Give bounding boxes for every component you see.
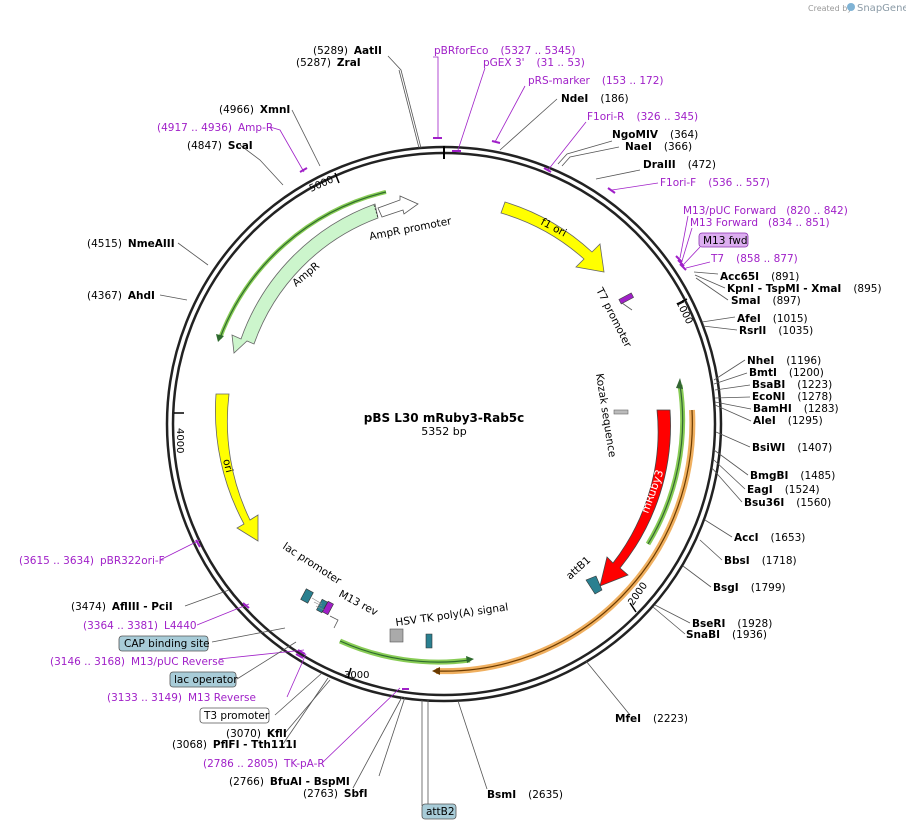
m13-fwd-box[interactable]: M13 fwd [698, 232, 749, 248]
acci-site[interactable]: AccI(1653) [734, 532, 805, 544]
mruby3-label: mRuby3 [639, 468, 667, 515]
bsiwi-site[interactable]: BsiWI(1407) [752, 442, 832, 454]
bmgbi-site[interactable]: BmgBI(1485) [750, 470, 835, 482]
pbr322ori-f-primer[interactable]: (3615 .. 3634)pBR322ori-F [19, 555, 165, 567]
alei-site[interactable]: AleI(1295) [753, 415, 823, 427]
ori-label: ori [220, 458, 235, 474]
ampr-promoter-label: AmpR promoter [368, 215, 453, 243]
m13-puc-forward-primer[interactable]: M13/pUC Forward(820 .. 842) [683, 205, 848, 217]
lac-promoter-label: lac promoter [280, 540, 343, 587]
lac-region-features[interactable] [300, 588, 339, 629]
m13-reverse-primer[interactable]: (3133 .. 3149)M13 Reverse [107, 692, 256, 704]
bseri-site[interactable]: BseRI(1928) [692, 618, 772, 630]
plasmid-name: pBS L30 mRuby3-Rab5c [364, 411, 525, 425]
bsmi-site[interactable]: BsmI(2635) [487, 789, 563, 801]
kozak-feature[interactable] [613, 409, 629, 415]
bmti-site[interactable]: BmtI(1200) [749, 367, 824, 379]
plasmid-size: 5352 bp [421, 425, 466, 438]
attb1-feature[interactable] [585, 575, 603, 595]
nmeaiii-site[interactable]: (4515)NmeAIII [87, 238, 175, 250]
snapgene-logo-icon [847, 3, 855, 11]
ngomiv-site[interactable]: NgoMIV(364) [612, 129, 698, 141]
scai-site[interactable]: (4847)ScaI [187, 140, 253, 152]
sbfi-site[interactable]: (2763)SbfI [303, 788, 367, 800]
t3-promoter-label: T3 promoter [203, 710, 270, 722]
m13-rev-label: M13 rev [337, 588, 380, 619]
rsrii-site[interactable]: RsrII(1035) [739, 325, 813, 337]
bamhi-site[interactable]: BamHI(1283) [753, 403, 839, 415]
attb1-label: attB1 [564, 554, 593, 582]
pgex-3-primer[interactable]: pGEX 3'(31 .. 53) [483, 57, 585, 69]
hsv-label: HSV TK poly(A) signal [395, 601, 509, 629]
hsv-gray-feature[interactable] [389, 628, 404, 643]
m13-forward-primer[interactable]: M13 Forward(834 .. 851) [690, 217, 830, 229]
eagi-site[interactable]: EagI(1524) [747, 484, 820, 496]
kpni-tspmi-xmai-site[interactable]: KpnI - TspMI - XmaI(895) [727, 283, 882, 295]
afliii-pcii-site[interactable]: (3474)AflIII - PciI [71, 601, 173, 613]
t3-promoter-box[interactable]: T3 promoter [199, 707, 270, 724]
afei-site[interactable]: AfeI(1015) [737, 313, 808, 325]
snapgene-brand: SnapGene [857, 3, 906, 14]
snabi-site[interactable]: SnaBI(1936) [686, 629, 767, 641]
leader-lines [159, 55, 752, 806]
econi-site[interactable]: EcoNI(1278) [752, 391, 832, 403]
amp-r-primer[interactable]: (4917 .. 4936)Amp-R [157, 122, 273, 134]
draiii-site[interactable]: DraIII(472) [643, 159, 716, 171]
orf-green-lower-arc [338, 638, 471, 665]
ampr-promoter-feature[interactable] [377, 195, 419, 218]
naei-site[interactable]: NaeI(366) [625, 141, 692, 153]
ori-feature[interactable] [215, 393, 259, 542]
attb2-box[interactable]: attB2 [421, 803, 457, 820]
f1-ori-feature[interactable] [500, 201, 605, 273]
bsu36i-site[interactable]: Bsu36I(1560) [744, 497, 831, 509]
bbsi-site[interactable]: BbsI(1718) [724, 555, 797, 567]
tick-label-4000: 4000 [174, 428, 185, 453]
aatii-site[interactable]: (5289)AatII [313, 45, 382, 57]
tick-label-3000: 3000 [344, 670, 369, 681]
pflfi-tth111i-site[interactable]: (3068)PflFI - Tth111I [172, 739, 297, 751]
orf-orange-arc [435, 409, 696, 675]
bfuai-bspmi-site[interactable]: (2766)BfuAI - BspMI [229, 776, 350, 788]
bsabi-site[interactable]: BsaBI(1223) [752, 379, 832, 391]
attb2-label: attB2 [426, 806, 455, 818]
hsv-teal-feature[interactable] [425, 633, 433, 649]
created-by-label: Created by [808, 4, 852, 13]
nhei-site[interactable]: NheI(1196) [747, 355, 821, 367]
mruby3-feature[interactable] [599, 409, 671, 587]
tk-pa-r-primer[interactable]: (2786 .. 2805)TK-pA-R [203, 758, 325, 770]
ampr-feature[interactable] [231, 203, 379, 354]
pbrforeco-primer[interactable]: pBRforEco(5327 .. 5345) [434, 45, 575, 57]
tick-marks [174, 172, 688, 679]
ahdi-site[interactable]: (4367)AhdI [87, 290, 155, 302]
f1ori-f-primer[interactable]: F1ori-F(536 .. 557) [660, 177, 770, 189]
smai-site[interactable]: SmaI(897) [731, 295, 801, 307]
lac-operator-label: lac operator [174, 674, 238, 686]
mfei-site[interactable]: MfeI(2223) [615, 713, 688, 725]
acc65i-site[interactable]: Acc65I(891) [720, 271, 799, 283]
cap-binding-site-label: CAP binding site [124, 638, 210, 650]
t7-primer[interactable]: T7(858 .. 877) [710, 253, 798, 265]
primer-site-marks [195, 137, 687, 690]
zrai-site[interactable]: (5287)ZraI [296, 57, 361, 69]
m13-fwd-label: M13 fwd [703, 235, 748, 247]
backbone [165, 145, 723, 703]
kfli-site[interactable]: (3070)KflI [226, 728, 287, 740]
m13-puc-reverse-primer[interactable]: (3146 .. 3168)M13/pUC Reverse [50, 656, 224, 668]
kozak-label: Kozak sequence [593, 373, 618, 459]
ndei-site[interactable]: NdeI(186) [561, 93, 629, 105]
cap-binding-site-box[interactable]: CAP binding site [118, 635, 210, 652]
lac-operator-box[interactable]: lac operator [169, 671, 238, 688]
prs-marker-primer[interactable]: pRS-marker(153 .. 172) [528, 75, 664, 87]
l4440-primer[interactable]: (3364 .. 3381)L4440 [83, 620, 197, 632]
tick-label-5000: 5000 [308, 174, 336, 194]
bsgi-site[interactable]: BsgI(1799) [713, 582, 786, 594]
t7-promoter-feature[interactable] [618, 292, 634, 311]
xmni-site[interactable]: (4966)XmnI [219, 104, 290, 116]
f1ori-r-primer[interactable]: F1ori-R(326 .. 345) [587, 111, 698, 123]
